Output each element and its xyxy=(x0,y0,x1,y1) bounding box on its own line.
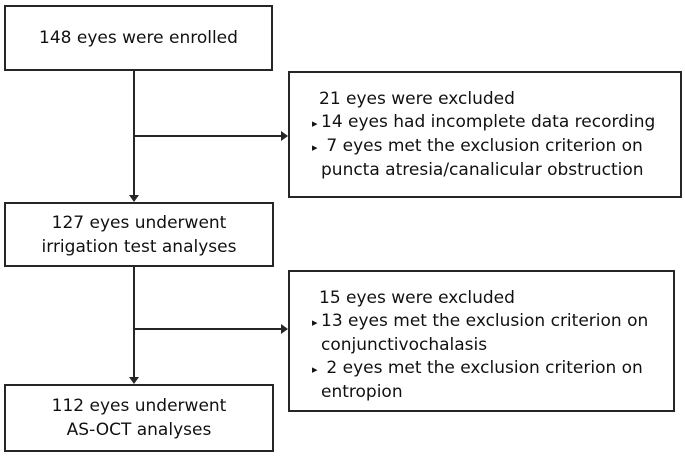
box-irrigation-line-2: irrigation test analyses xyxy=(41,236,237,257)
box-enrolled-text: 148 eyes were enrolled xyxy=(39,28,238,48)
excluded-asoct-item-2-continuation: entropion xyxy=(321,382,403,402)
excluded-asoct-title: 15 eyes were excluded xyxy=(319,288,515,308)
excluded-asoct-item-2-text: 2 eyes met the exclusion criterion on xyxy=(321,358,643,378)
arrow-right-icon xyxy=(281,131,288,141)
excluded-irrigation-title: 21 eyes were excluded xyxy=(319,89,515,109)
excluded-asoct-item-1: ▸ 13 eyes met the exclusion criterion on xyxy=(312,310,673,334)
box-excluded-irrigation: 21 eyes were excluded ▸ 14 eyes had inco… xyxy=(288,71,682,198)
triangular-bullet-icon: ▸ xyxy=(312,316,318,329)
excluded-asoct-item-1-continuation: conjunctivochalasis xyxy=(321,335,488,355)
excluded-irrigation-item-1-text: 14 eyes had incomplete data recording xyxy=(321,112,656,132)
triangular-bullet-icon: ▸ xyxy=(312,141,318,154)
excluded-irrigation-item-2: ▸ 7 eyes met the exclusion criterion on xyxy=(312,135,680,159)
box-enrolled: 148 eyes were enrolled xyxy=(4,5,273,71)
box-irrigation-analyses: 127 eyes underwent irrigation test analy… xyxy=(4,202,274,267)
excluded-asoct-item-2: ▸ 2 eyes met the exclusion criterion on xyxy=(312,357,673,381)
box-asoct-line-1: 112 eyes underwent xyxy=(51,396,227,416)
box-asoct-line-2: AS-OCT analyses xyxy=(66,420,212,440)
excluded-irrigation-item-2-text: 7 eyes met the exclusion criterion on xyxy=(321,136,643,156)
excluded-irrigation-item-1: ▸ 14 eyes had incomplete data recording xyxy=(312,111,680,135)
connector-irrigation-to-asoct xyxy=(133,267,135,379)
triangular-bullet-icon: ▸ xyxy=(312,117,318,130)
connector-enrolled-to-irrigation xyxy=(133,71,135,197)
excluded-irrigation-item-2-continuation: puncta atresia/canalicular obstruction xyxy=(321,160,644,180)
triangular-bullet-icon: ▸ xyxy=(312,363,318,376)
box-excluded-asoct: 15 eyes were excluded ▸ 13 eyes met the … xyxy=(288,270,675,412)
arrow-down-icon xyxy=(129,377,139,384)
connector-branch-excluded-irrigation xyxy=(133,135,282,137)
box-asoct-analyses: 112 eyes underwent AS-OCT analyses xyxy=(4,384,274,452)
arrow-right-icon xyxy=(281,324,288,334)
arrow-down-icon xyxy=(129,195,139,202)
box-irrigation-line-1: 127 eyes underwent xyxy=(51,212,227,233)
excluded-asoct-item-1-text: 13 eyes met the exclusion criterion on xyxy=(321,311,649,331)
connector-branch-excluded-asoct xyxy=(133,328,282,330)
